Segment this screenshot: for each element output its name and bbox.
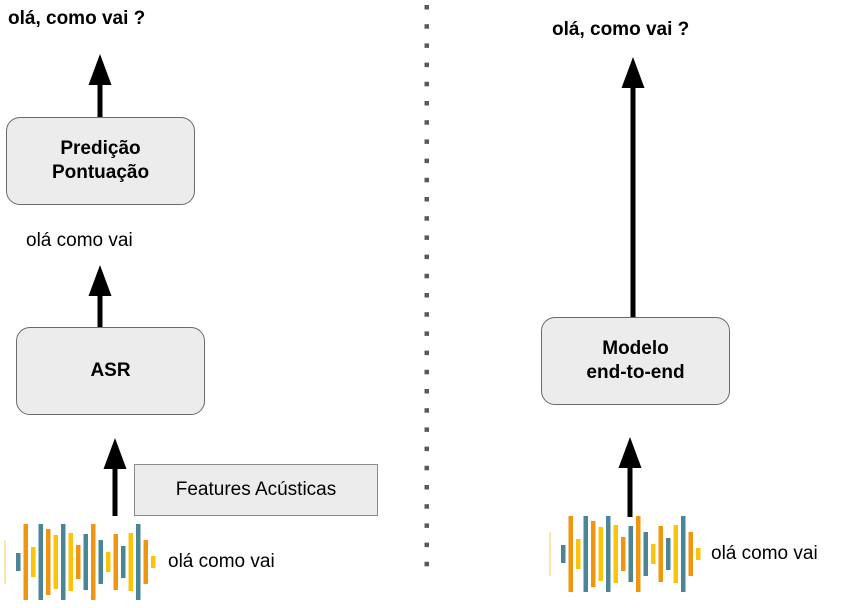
- waveform-bar: [136, 524, 141, 600]
- waveform-bar: [636, 516, 641, 592]
- divider-dot: [424, 542, 429, 548]
- punctuation-box-line2: Pontuação: [51, 162, 150, 183]
- divider-dot: [424, 312, 429, 317]
- waveform-bar: [151, 556, 156, 568]
- waveform-edge: [549, 532, 551, 576]
- left-output-text: olá, como vai ?: [8, 8, 146, 29]
- waveform-bar: [76, 545, 81, 579]
- waveform-bar: [113, 534, 118, 590]
- waveform-bar: [23, 524, 28, 600]
- end-to-end-model-box: Modelo end-to-end: [541, 317, 730, 405]
- arrow-audio-to-asr: [103, 438, 127, 516]
- divider-dot: [424, 254, 429, 260]
- waveform-bar: [98, 540, 103, 584]
- asr-box-label: ASR: [90, 360, 131, 381]
- model-box-line2: end-to-end: [586, 362, 685, 383]
- left-audio-label: olá como vai: [168, 551, 275, 572]
- divider-dot: [424, 120, 429, 125]
- waveform-bar: [658, 526, 663, 582]
- waveform-bar: [628, 526, 633, 582]
- waveform-edge: [4, 540, 6, 584]
- divider-dotted-line: [424, 5, 429, 567]
- waveform-bar: [53, 535, 58, 589]
- waveform-bar: [598, 527, 603, 581]
- arrow-audio-to-model: [618, 437, 642, 517]
- waveform-bar: [61, 524, 66, 600]
- divider-dot: [424, 427, 429, 432]
- divider-dot: [424, 465, 429, 471]
- divider-dot: [424, 331, 429, 336]
- waveform-bar: [591, 521, 596, 587]
- waveform-bar: [606, 516, 611, 592]
- waveform-bar: [681, 516, 686, 592]
- waveform-bar: [583, 516, 588, 592]
- arrow-model-to-output: [621, 57, 645, 325]
- punctuation-box-line1: Predição: [60, 138, 141, 159]
- waveform-bar: [121, 546, 126, 578]
- divider-dot: [424, 139, 429, 144]
- waveform-bar: [613, 525, 618, 583]
- waveform-bar: [31, 547, 36, 577]
- model-box-line1: Modelo: [602, 338, 669, 359]
- waveform-bar: [68, 533, 73, 591]
- divider-dot: [424, 273, 429, 279]
- waveform-bar: [666, 538, 671, 570]
- divider-dot: [424, 216, 429, 221]
- waveform-bar: [643, 532, 648, 576]
- waveform-bar: [143, 540, 148, 584]
- waveform-bar: [688, 532, 693, 576]
- right-output-text: olá, como vai ?: [552, 19, 690, 40]
- divider-dot: [424, 43, 429, 48]
- waveform-bar: [46, 529, 51, 595]
- divider-dot: [424, 197, 429, 202]
- divider-dot: [424, 561, 429, 567]
- acoustic-features-label-box: Features Acústicas: [134, 464, 378, 516]
- divider-dot: [424, 408, 429, 413]
- waveform-bar: [696, 548, 701, 560]
- divider-dot: [424, 504, 429, 509]
- divider-dot: [424, 369, 429, 375]
- waveform-bar: [673, 525, 678, 583]
- waveform-bar: [621, 537, 626, 571]
- acoustic-features-label: Features Acústicas: [175, 479, 337, 500]
- divider-dot: [424, 62, 429, 68]
- right-audio-label: olá como vai: [711, 543, 818, 564]
- divider-dot: [424, 177, 429, 183]
- waveform-bar: [576, 539, 581, 569]
- divider-dot: [424, 235, 429, 240]
- arrow-punct-to-output: [88, 54, 112, 128]
- waveform-icon: [549, 516, 701, 592]
- divider-dot: [424, 485, 429, 490]
- divider-dot: [424, 293, 429, 298]
- divider-dot: [424, 5, 429, 10]
- waveform-bar: [16, 553, 21, 571]
- waveform-bar: [38, 524, 43, 600]
- divider-dot: [424, 350, 429, 356]
- divider-dot: [424, 24, 429, 29]
- divider-dot: [424, 81, 429, 87]
- waveform-bar: [106, 552, 111, 572]
- waveform-bar: [128, 533, 133, 591]
- waveform-bar: [561, 545, 566, 563]
- waveform-bar: [83, 534, 88, 590]
- divider-dot: [424, 389, 429, 394]
- asr-box: ASR: [16, 327, 205, 415]
- waveform-bar: [651, 544, 656, 564]
- divider-dot: [424, 101, 429, 106]
- waveform-icon: [4, 524, 156, 600]
- divider-dot: [424, 158, 429, 164]
- arrow-asr-to-text: [88, 265, 112, 342]
- punctuation-prediction-box: Predição Pontuação: [6, 117, 195, 205]
- waveform-bar: [568, 516, 573, 592]
- waveform-bar: [91, 524, 96, 600]
- intermediate-text: olá como vai: [26, 230, 133, 251]
- divider-dot: [424, 523, 429, 528]
- divider-dot: [424, 446, 429, 452]
